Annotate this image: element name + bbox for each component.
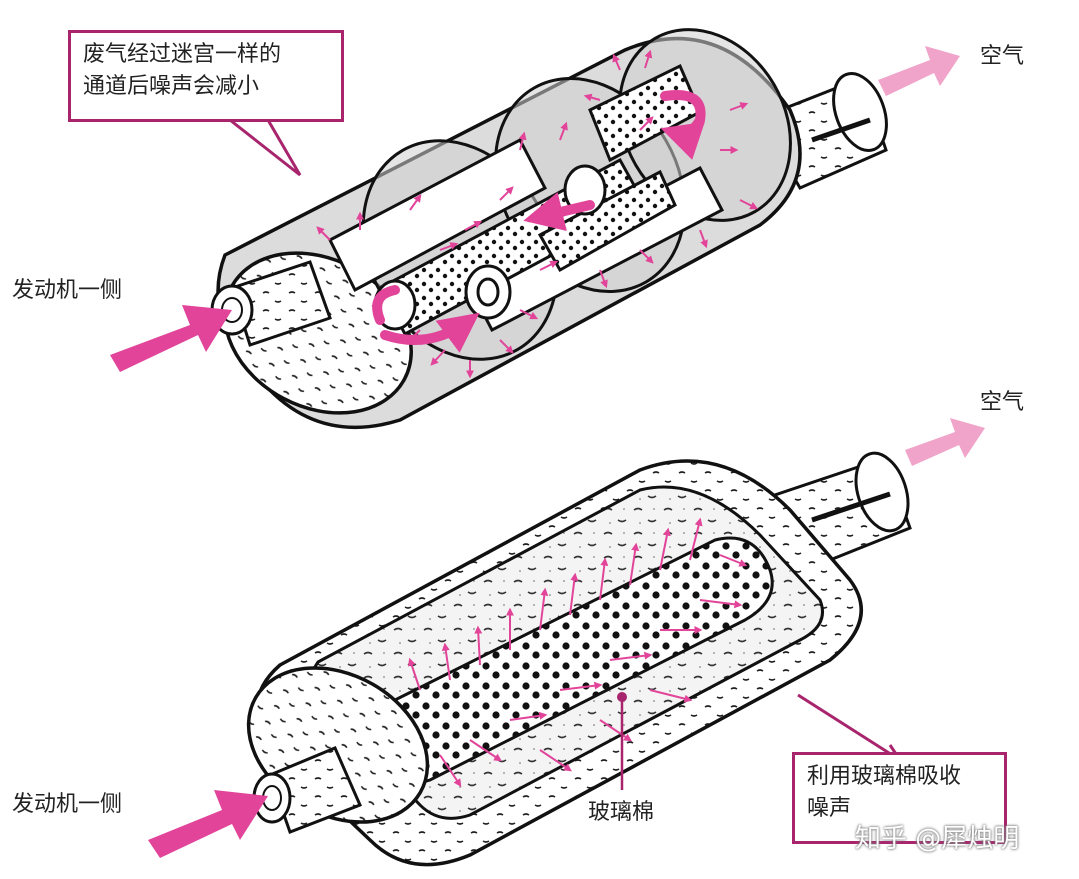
top-callout-line1: 废气经过迷宫一样的 [83, 42, 282, 67]
glass-wool-pointer [617, 692, 627, 790]
top-flow-curls [372, 90, 706, 353]
bottom-callout-pointer [797, 693, 902, 762]
top-outlet-arrow [878, 46, 960, 96]
top-inlet-arrow [110, 305, 232, 372]
top-callout-pointer [229, 118, 302, 177]
top-small-arrows [316, 49, 759, 379]
bottom-callout: 利用玻璃棉吸收 噪声 [792, 752, 1007, 844]
bottom-outlet-arrow [905, 418, 985, 466]
glass-wool-label: 玻璃棉 [588, 800, 655, 825]
watermark: 知乎 @犀烛明 [855, 824, 1020, 854]
top-air-label: 空气 [980, 44, 1025, 69]
bottom-callout-line1: 利用玻璃棉吸收 [807, 764, 962, 789]
bottom-inlet-arrow [148, 790, 268, 858]
bottom-engine-side-label: 发动机一侧 [12, 792, 123, 817]
top-engine-side-label: 发动机一侧 [12, 278, 123, 303]
bottom-callout-line2: 噪声 [807, 796, 852, 821]
labyrinth-muffler [110, 28, 960, 430]
glasswool-muffler [148, 418, 985, 867]
bottom-small-arrows [407, 517, 748, 787]
bottom-inlet-pipe [252, 746, 363, 834]
bottom-air-label: 空气 [980, 390, 1025, 415]
top-callout-line2: 通道后噪声会减小 [83, 74, 260, 99]
top-callout: 废气经过迷宫一样的 通道后噪声会减小 [68, 30, 344, 122]
